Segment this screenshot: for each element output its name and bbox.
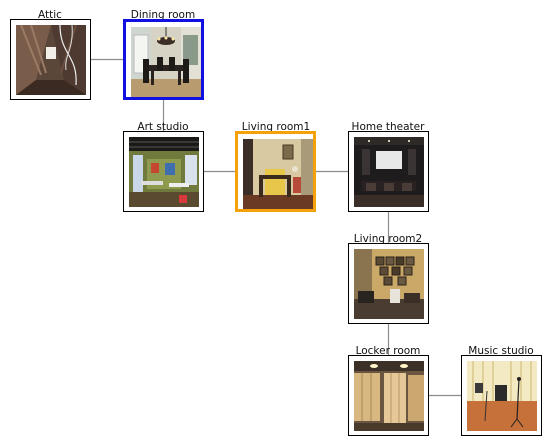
node-label-music-studio: Music studio <box>468 345 534 357</box>
node-label-home-theater: Home theater <box>351 121 425 133</box>
room-node-dining-room[interactable] <box>123 19 204 100</box>
attic-photo <box>16 25 86 95</box>
locker-room-photo <box>354 361 424 431</box>
room-node-art-studio[interactable] <box>123 131 204 212</box>
room-node-living-room2[interactable] <box>348 243 429 324</box>
node-label-living-room2: Living room2 <box>353 233 423 245</box>
room-node-locker-room[interactable] <box>348 355 429 436</box>
art-studio-photo <box>129 137 199 207</box>
room-node-home-theater[interactable] <box>348 131 429 212</box>
node-label-dining-room: Dining room <box>130 9 196 21</box>
node-label-art-studio: Art studio <box>137 121 189 133</box>
dining-room-photo <box>131 27 201 97</box>
node-label-locker-room: Locker room <box>355 345 421 357</box>
living-room1-photo <box>243 139 313 209</box>
living-room2-photo <box>354 249 424 319</box>
node-label-attic: Attic <box>38 9 62 21</box>
node-label-living-room1: Living room1 <box>241 121 311 133</box>
room-node-attic[interactable] <box>10 19 91 100</box>
home-theater-photo <box>354 137 424 207</box>
room-node-living-room1[interactable] <box>235 131 316 212</box>
music-studio-photo <box>467 361 537 431</box>
room-node-music-studio[interactable] <box>461 355 542 436</box>
